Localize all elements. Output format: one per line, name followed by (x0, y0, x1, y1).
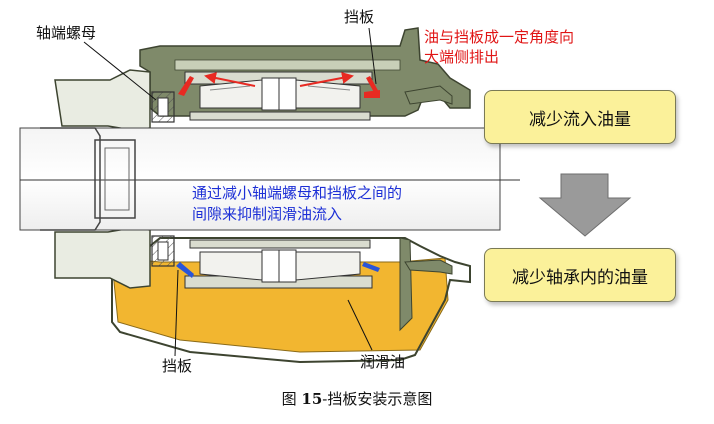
note-blue-line1: 通过减小轴端螺母和挡板之间的 (192, 184, 403, 202)
baffle-bottom-right (362, 262, 380, 272)
baffle-bottom-left (176, 262, 194, 278)
bearing-bottom (184, 239, 373, 289)
leader-nut (83, 41, 157, 101)
box-reduce-bearing-oil: 减少轴承内的油量 (484, 248, 676, 302)
leader-oil (347, 299, 373, 351)
hub-body (54, 69, 151, 131)
caption-text: -挡板安装示意图 (322, 390, 433, 408)
label-axle-nut: 轴端螺母 (36, 24, 97, 42)
box-reduce-inflow: 减少流入油量 (484, 90, 676, 144)
note-blue-line2: 间隙来抑制润滑油流入 (192, 205, 343, 223)
housing-lower (111, 237, 471, 364)
label-baffle-bottom: 挡板 (162, 357, 193, 375)
oil-flow-arrow-left (204, 72, 256, 87)
figure-caption: 图 15-挡板安装示意图 (0, 388, 714, 409)
baffle-top-left (178, 76, 194, 96)
label-baffle-top: 挡板 (344, 8, 375, 26)
caption-prefix: 图 (281, 390, 297, 408)
bearing-top (184, 71, 373, 121)
note-red-line1: 油与挡板成一定角度向 (424, 28, 575, 46)
caption-number: 15 (301, 390, 323, 408)
oil-flow-arrow-right (299, 71, 354, 87)
process-arrow (538, 173, 632, 237)
label-lubricating-oil: 润滑油 (360, 353, 406, 371)
leader-baffle-bottom (174, 269, 179, 357)
note-red-line2: 大端侧排出 (424, 48, 500, 66)
leader-baffle-top (368, 27, 377, 85)
